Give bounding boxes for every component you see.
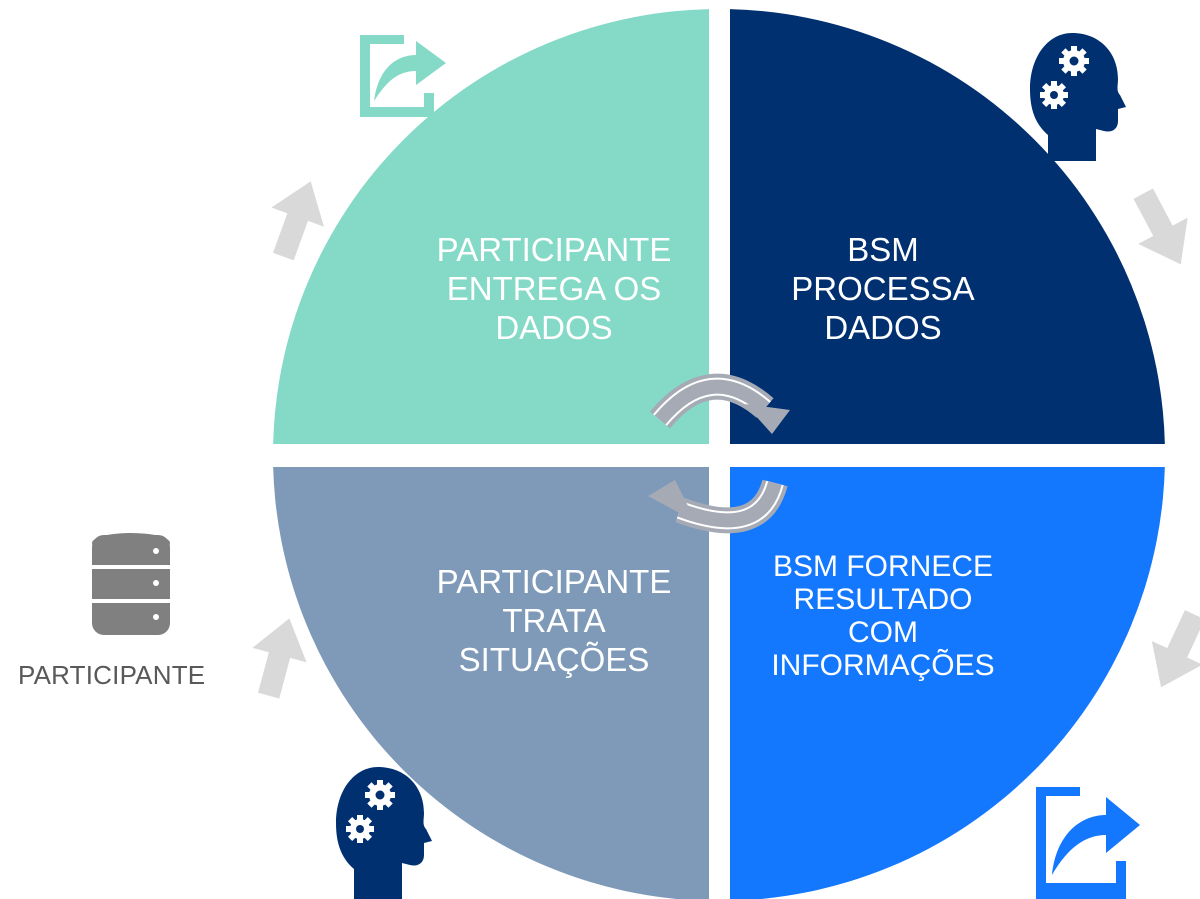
head-gears-icon	[336, 767, 432, 899]
participant-label: PARTICIPANTE	[18, 660, 206, 690]
flow-arrow-down-right-top	[1133, 188, 1188, 265]
head-gears-icon	[1030, 33, 1126, 161]
share-icon	[360, 35, 446, 117]
share-icon	[1036, 787, 1140, 899]
quadrant-top-left	[273, 9, 709, 444]
quadrant-top-right	[730, 9, 1165, 444]
quadrant-top-right-label: BSM PROCESSA DADOS	[791, 231, 975, 346]
flow-arrow-down-left-bottom	[1151, 610, 1200, 688]
flow-arrow-up-left	[271, 181, 324, 261]
cycle-arrow-bottom	[648, 479, 788, 534]
cycle-arrow-top	[650, 373, 790, 434]
quadrant-bottom-right	[730, 467, 1165, 899]
quadrant-bottom-left-label: PARTICIPANTE TRATA SITUAÇÕES	[436, 563, 672, 678]
quadrant-top-left-label: PARTICIPANTE ENTREGA OS DADOS	[436, 231, 672, 346]
database-icon	[92, 533, 170, 635]
quadrant-bottom-left	[273, 467, 709, 899]
flow-arrow-up-participant	[252, 618, 307, 699]
quadrant-bottom-right-label: BSM FORNECE RESULTADO COM INFORMAÇÕES	[771, 550, 995, 682]
